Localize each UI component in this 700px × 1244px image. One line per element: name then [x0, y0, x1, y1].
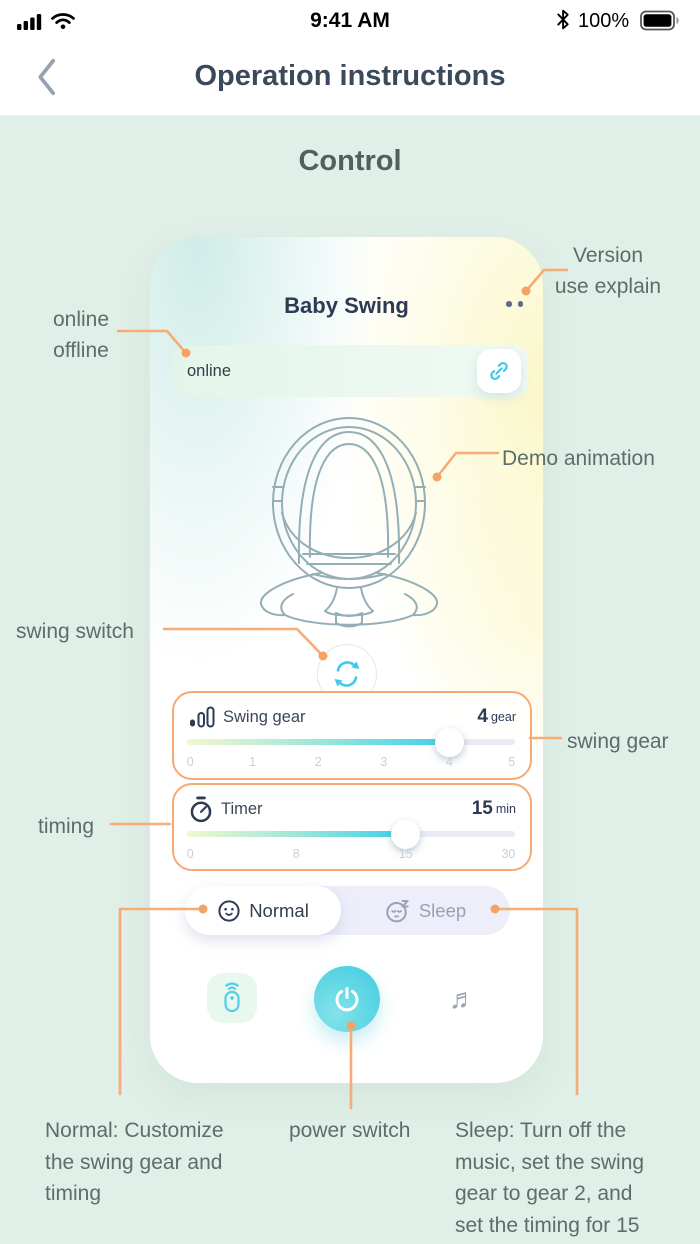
connection-annotation: online offline — [52, 308, 110, 362]
power-switch-note: power switch — [289, 1119, 411, 1142]
music-button[interactable]: ♬ — [443, 979, 483, 1019]
timer-unit: min — [495, 802, 516, 816]
mode-normal-label: Normal — [249, 899, 309, 921]
tick-label: 5 — [508, 755, 516, 769]
remote-control-button[interactable] — [207, 973, 257, 1023]
timer-ticks: 0 8 15 30 — [186, 847, 516, 863]
mode-normal-button[interactable]: Normal — [185, 886, 341, 935]
more-menu-button[interactable] — [506, 301, 528, 309]
page-title: Operation instructions — [194, 60, 506, 92]
power-button[interactable] — [314, 966, 380, 1032]
timer-value: 15 — [471, 798, 493, 819]
status-bar: 9:41 AM 100% — [0, 0, 700, 44]
link-button[interactable] — [477, 349, 521, 393]
swing-gear-slider[interactable] — [187, 727, 515, 757]
swing-illustration — [259, 417, 439, 628]
swing-gear-value: 4 — [477, 706, 488, 727]
sleep-mode-note: Sleep: Turn off the music, set the swing… — [455, 1119, 645, 1237]
tick-label: 4 — [445, 755, 453, 769]
power-icon — [335, 987, 359, 1012]
swing-gear-ticks: 0 1 2 3 4 5 — [187, 755, 515, 771]
clock: 9:41 AM — [310, 9, 390, 32]
swing-gear-panel: Swing gear 4 gear 0 1 2 3 4 5 — [172, 691, 532, 780]
timer-slider[interactable] — [187, 819, 515, 849]
swing-gear-annotation: swing gear — [567, 730, 669, 753]
timing-annotation: timing — [38, 815, 95, 838]
sleep-face-icon — [386, 899, 409, 922]
section-title: Control — [298, 145, 402, 177]
timer-slider-fill — [187, 831, 406, 837]
swing-switch-annotation: swing switch — [16, 620, 134, 643]
swing-gear-slider-fill — [187, 739, 450, 745]
tick-label: 30 — [501, 847, 516, 861]
tick-label: 2 — [314, 755, 322, 769]
gear-bars-icon — [190, 706, 215, 728]
battery-percent: 100% — [578, 10, 630, 32]
music-note-icon: ♬ — [449, 983, 477, 1014]
timer-slider-thumb[interactable] — [391, 819, 421, 849]
tick-label: 8 — [292, 847, 300, 861]
timer-panel: Timer 15 min 0 8 15 30 — [172, 783, 532, 871]
remote-icon — [224, 982, 240, 1013]
normal-mode-note: Normal: Customize the swing gear and tim… — [45, 1119, 224, 1205]
connection-status-pill: online — [172, 345, 528, 397]
mode-sleep-button[interactable]: Sleep — [341, 886, 510, 935]
signal-bars-icon — [17, 14, 42, 30]
swing-gear-label: Swing gear — [223, 707, 306, 726]
mode-toggle: Normal Sleep — [185, 886, 510, 935]
tick-label: 3 — [380, 755, 388, 769]
connection-status-label: online — [187, 361, 232, 380]
wifi-icon — [51, 13, 75, 30]
tick-label: 1 — [249, 755, 257, 769]
back-button[interactable] — [34, 58, 60, 96]
swing-gear-slider-thumb[interactable] — [434, 727, 464, 757]
smiley-icon — [218, 899, 240, 922]
timer-label: Timer — [221, 799, 263, 818]
header-background — [0, 0, 700, 116]
swing-gear-unit: gear — [490, 710, 516, 724]
timer-icon — [190, 795, 212, 822]
device-title: Baby Swing — [284, 293, 409, 318]
version-annotation: Version use explain — [554, 244, 662, 298]
tick-label: 0 — [186, 755, 194, 769]
battery-icon — [640, 10, 679, 31]
tick-label: 15 — [398, 847, 413, 861]
link-icon — [490, 361, 508, 381]
mode-sleep-label: Sleep — [418, 899, 467, 921]
tick-label: 0 — [186, 847, 194, 861]
rotate-icon — [334, 661, 360, 687]
demo-annotation: Demo animation — [502, 447, 655, 470]
bluetooth-icon — [557, 9, 569, 30]
